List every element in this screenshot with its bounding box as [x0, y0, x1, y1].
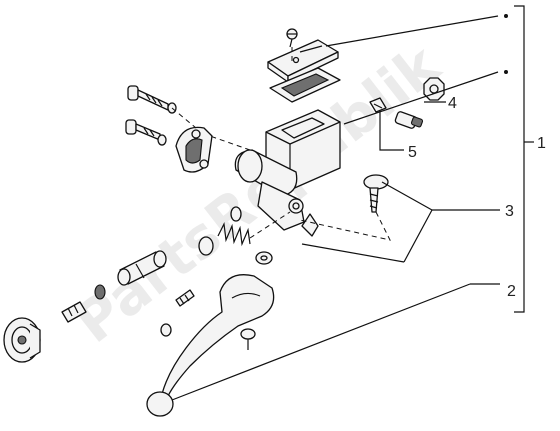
piston [117, 250, 167, 286]
reservoir-cover-screw [286, 28, 298, 48]
leader-line-2 [171, 283, 500, 401]
pivot-bolt [240, 328, 256, 350]
push-rod [61, 301, 87, 323]
brake-light-switch [394, 111, 424, 129]
callout-3: 3 [505, 203, 514, 220]
callout-2: 2 [507, 283, 516, 300]
callout-1: 1 [537, 135, 546, 152]
callout-4: 4 [448, 95, 457, 112]
assembly-line [171, 107, 197, 129]
switch-nut [423, 77, 445, 101]
assembly-line [299, 211, 391, 241]
adjuster-screw [160, 289, 195, 337]
piston-washer [94, 284, 106, 300]
assembly-line [209, 135, 251, 151]
leader-line-5 [379, 110, 404, 151]
mounting-screw [363, 174, 389, 213]
assembly-line [249, 211, 291, 239]
piston-seal [198, 236, 214, 256]
brake-lever [146, 274, 275, 417]
handlebar-clamp [175, 126, 213, 173]
pivot-washer [255, 251, 273, 265]
callout-5: 5 [408, 144, 417, 161]
clamp-bolt-lower [125, 119, 167, 146]
switch-pin [369, 97, 387, 113]
reservoir-gasket [269, 67, 341, 103]
leader-line-3 [301, 181, 500, 263]
dust-boot [3, 317, 41, 363]
leader-line-1 [325, 5, 534, 313]
master-cylinder-body [234, 109, 341, 237]
return-spring [217, 206, 251, 247]
clamp-bolt-upper [127, 85, 177, 114]
